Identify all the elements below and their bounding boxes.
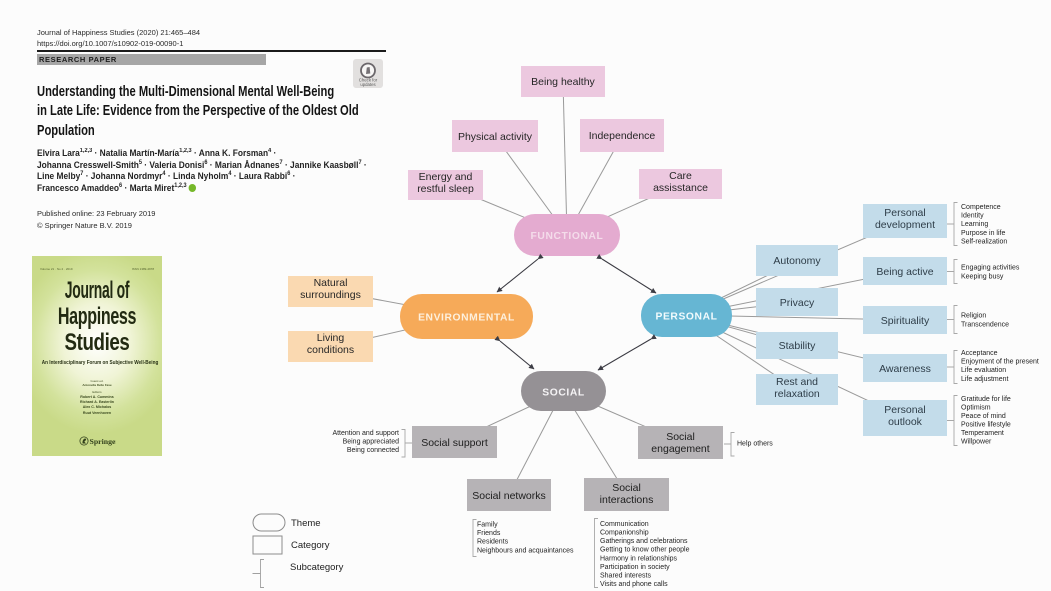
svg-text:Temperament: Temperament — [961, 430, 1004, 437]
svg-text:Spirituality: Spirituality — [881, 315, 930, 327]
svg-text:Family: Family — [477, 522, 498, 529]
svg-text:conditions: conditions — [307, 344, 354, 356]
svg-text:Residents: Residents — [477, 539, 509, 546]
svg-text:Acceptance: Acceptance — [961, 350, 998, 357]
svg-text:Harmony in relationships: Harmony in relationships — [600, 555, 678, 562]
svg-text:Awareness: Awareness — [879, 363, 931, 375]
svg-text:Optimism: Optimism — [961, 405, 991, 412]
svg-text:Religion: Religion — [961, 313, 986, 320]
svg-text:SOCIAL: SOCIAL — [542, 388, 585, 399]
svg-text:Subcategory: Subcategory — [290, 562, 344, 573]
svg-text:Autonomy: Autonomy — [773, 255, 821, 267]
svg-text:assisstance: assisstance — [653, 182, 708, 194]
svg-text:restful sleep: restful sleep — [417, 183, 474, 195]
svg-text:Independence: Independence — [589, 130, 656, 142]
svg-text:Competence: Competence — [961, 204, 1001, 211]
svg-text:Category: Category — [291, 540, 330, 551]
svg-text:Participation in society: Participation in society — [600, 564, 670, 571]
svg-text:Keeping busy: Keeping busy — [961, 274, 1004, 281]
svg-text:Identity: Identity — [961, 213, 984, 220]
svg-text:ENVIRONMENTAL: ENVIRONMENTAL — [418, 313, 515, 324]
svg-text:relaxation: relaxation — [774, 388, 820, 400]
svg-text:Physical activity: Physical activity — [458, 131, 533, 143]
svg-text:outlook: outlook — [888, 416, 923, 428]
svg-text:Peace of mind: Peace of mind — [961, 413, 1006, 420]
svg-text:Neighbours and acquaintances: Neighbours and acquaintances — [477, 547, 574, 554]
svg-text:Social: Social — [612, 482, 641, 494]
svg-text:Transcendence: Transcendence — [961, 322, 1009, 329]
svg-text:Personal: Personal — [884, 404, 925, 416]
svg-text:Engaging activities: Engaging activities — [961, 265, 1020, 272]
svg-text:Life adjustment: Life adjustment — [961, 376, 1009, 383]
svg-text:Energy and: Energy and — [419, 171, 473, 183]
svg-text:Gratitude for life: Gratitude for life — [961, 396, 1011, 403]
svg-text:PERSONAL: PERSONAL — [655, 312, 717, 323]
svg-text:Social networks: Social networks — [472, 490, 546, 502]
svg-text:Attention and support: Attention and support — [332, 430, 399, 437]
svg-text:Getting to know other people: Getting to know other people — [600, 547, 690, 554]
svg-text:Springer: Springer — [89, 437, 116, 446]
svg-text:Being appreciated: Being appreciated — [343, 439, 400, 446]
svg-text:development: development — [875, 219, 935, 231]
svg-text:Being connected: Being connected — [347, 447, 399, 454]
svg-text:Communication: Communication — [600, 521, 649, 528]
svg-text:Learning: Learning — [961, 221, 988, 228]
svg-text:Companionship: Companionship — [600, 530, 649, 537]
svg-text:Willpower: Willpower — [961, 439, 992, 446]
svg-text:Positive lifestyle: Positive lifestyle — [961, 422, 1011, 429]
svg-text:Gatherings and celebrations: Gatherings and celebrations — [600, 538, 688, 545]
svg-text:Personal: Personal — [884, 207, 925, 219]
svg-text:Privacy: Privacy — [780, 297, 815, 309]
svg-text:Enjoyment of the present: Enjoyment of the present — [961, 359, 1039, 366]
svg-text:Life evaluation: Life evaluation — [961, 367, 1006, 374]
svg-text:Check for: Check for — [359, 78, 378, 83]
svg-text:Shared interests: Shared interests — [600, 573, 651, 580]
svg-text:Visits and phone calls: Visits and phone calls — [600, 581, 668, 588]
svg-text:Social: Social — [666, 431, 695, 443]
svg-text:Social support: Social support — [421, 437, 488, 449]
svg-text:engagement: engagement — [651, 443, 709, 455]
svg-text:Help others: Help others — [737, 441, 773, 448]
svg-text:Purpose in life: Purpose in life — [961, 230, 1005, 237]
svg-text:Living: Living — [317, 332, 345, 344]
svg-text:Being active: Being active — [876, 266, 933, 278]
svg-text:Natural: Natural — [314, 277, 348, 289]
svg-text:Care: Care — [669, 170, 692, 182]
svg-text:interactions: interactions — [600, 494, 654, 506]
svg-text:surroundings: surroundings — [300, 289, 361, 301]
svg-text:Theme: Theme — [291, 518, 321, 529]
svg-text:FUNCTIONAL: FUNCTIONAL — [531, 231, 604, 242]
svg-text:Rest and: Rest and — [776, 376, 818, 388]
svg-text:updates: updates — [360, 82, 375, 87]
svg-text:Stability: Stability — [779, 340, 817, 352]
svg-text:Being healthy: Being healthy — [531, 76, 595, 88]
svg-text:Self-realization: Self-realization — [961, 238, 1007, 245]
svg-text:Friends: Friends — [477, 530, 501, 537]
